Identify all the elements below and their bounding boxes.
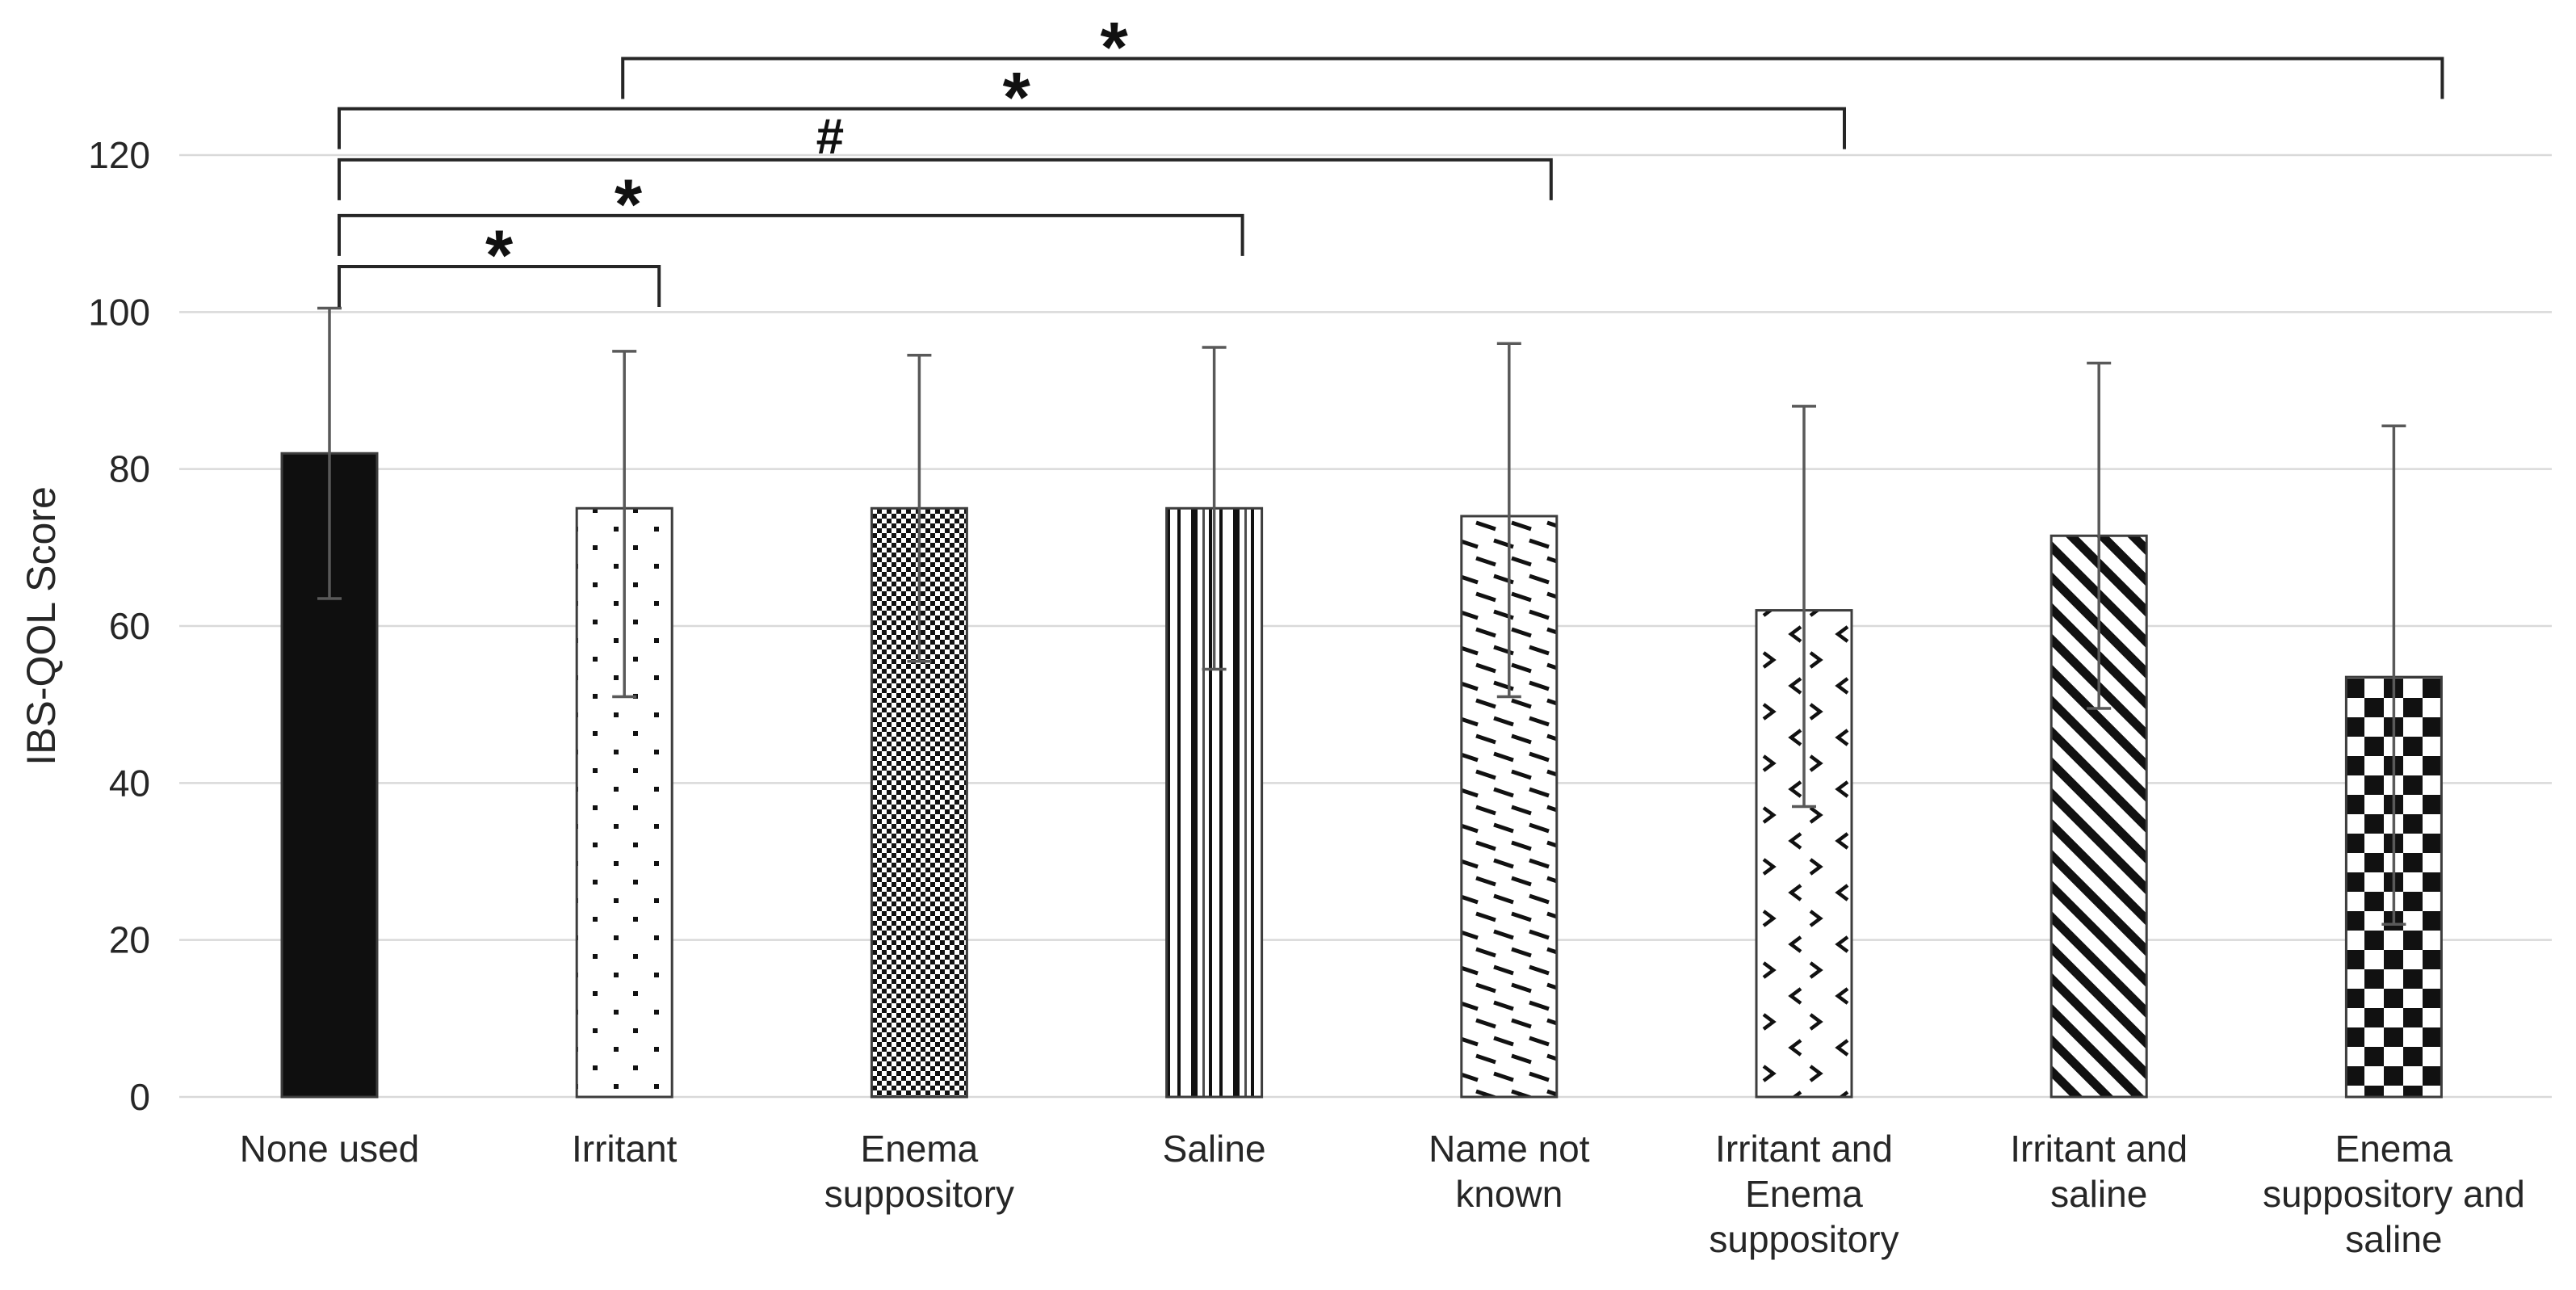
significance-symbol: * [485,215,514,295]
y-tick-label-0: 0 [129,1076,150,1118]
x-category-label-line: saline [2050,1173,2147,1215]
error-bar-none-used [317,306,342,600]
error-bar-irritant-and-saline [2087,361,2112,710]
x-category-label-line: Name not [1429,1128,1590,1170]
x-category-label-line: saline [2345,1218,2442,1260]
error-bar-name-not-known [1496,342,1521,699]
error-bars-layer [317,306,2406,926]
y-tick-labels-layer: 0 20 40 60 80 100 120 [88,134,150,1118]
x-category-label-line: Irritant and [1715,1128,1893,1170]
error-bar-enema-suppository [907,354,932,663]
significance-bracket-path [338,264,661,307]
x-category-label-line: known [1455,1173,1563,1215]
x-category-label-none-used: None used [240,1128,420,1170]
error-bar-irritant [612,350,637,699]
error-bar-enema-suppository-and-saline [2381,424,2406,926]
error-bar-irritant-and-enema-suppository [1792,405,1816,809]
significance-bracket-1: * [621,6,2444,99]
x-category-label-saline: Saline [1163,1128,1266,1170]
x-category-label-line: Enema [2335,1128,2453,1170]
significance-bracket-path [338,213,1244,256]
x-category-label-line: Saline [1163,1128,1266,1170]
y-tick-label-60: 60 [109,605,150,647]
significance-symbol: # [816,109,844,165]
y-tick-label-40: 40 [109,762,150,804]
y-tick-label-100: 100 [88,291,150,333]
x-category-label-line: Irritant [572,1128,678,1170]
x-category-label-irritant: Irritant [572,1128,678,1170]
x-category-label-line: suppository [1709,1218,1898,1260]
significance-bracket-4: * [338,164,1244,256]
x-category-label-line: suppository and [2263,1173,2525,1215]
significance-bracket-3: # [338,109,1553,200]
significance-bracket-path [338,107,1846,149]
x-category-label-line: Enema [861,1128,979,1170]
x-category-label-line: Enema [1745,1173,1863,1215]
significance-bracket-path [338,158,1553,200]
x-category-label-line: None used [240,1128,420,1170]
y-tick-label-20: 20 [109,919,150,961]
significance-symbol: * [1003,57,1031,137]
significance-bracket-5: * [338,215,661,307]
significance-bracket-2: * [338,57,1846,149]
significance-symbol: * [1100,6,1128,86]
bar-irritant-and-saline [2049,534,2148,1099]
y-axis-title: IBS-QOL Score [19,486,64,765]
y-tick-label-120: 120 [88,134,150,176]
gridlines-layer [179,153,2552,1099]
significance-brackets-layer: * * # * * [338,6,2444,307]
x-category-label-line: Irritant and [2010,1128,2188,1170]
x-category-label-line: suppository [824,1173,1014,1215]
significance-bracket-path [621,57,2444,99]
significance-symbol: * [615,164,643,244]
bars-layer [280,452,2443,1099]
error-bar-saline [1202,346,1227,671]
y-tick-label-80: 80 [109,448,150,490]
